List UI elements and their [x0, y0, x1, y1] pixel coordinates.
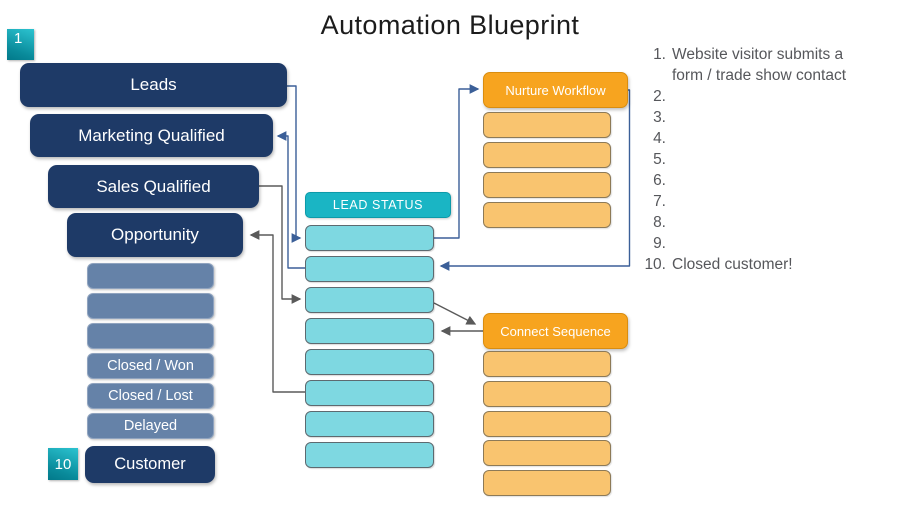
funnel-stage-marketing-qualified: Marketing Qualified — [30, 114, 273, 157]
lead-status-slot-4 — [305, 318, 434, 344]
nurture-workflow-slot-4 — [483, 202, 611, 228]
arrow-lead-status-2-to-marketing-qualified — [276, 131, 305, 269]
arrow-leads-to-lead-status-1 — [287, 85, 302, 243]
opportunity-sub-stage-slot — [87, 263, 214, 289]
note-item-4: 4. — [653, 130, 666, 147]
nurture-workflow-slot-1 — [483, 112, 611, 138]
connect-sequence-slot-2 — [483, 381, 611, 407]
lead-status-slot-3 — [305, 287, 434, 313]
funnel-stage-customer: Customer — [85, 446, 215, 483]
opportunity-sub-stage-closed-won: Closed / Won — [87, 353, 214, 379]
funnel-stage-sales-qualified: Sales Qualified — [48, 165, 259, 208]
note-item-8: 8. — [653, 214, 666, 231]
arrow-sales-qualified-to-lead-status-3 — [259, 185, 302, 304]
lead-status-slot-2 — [305, 256, 434, 282]
opportunity-sub-stage-closed-lost: Closed / Lost — [87, 383, 214, 409]
note-item-10: 10. Closed customer! — [644, 256, 793, 273]
lead-status-slot-7 — [305, 411, 434, 437]
lead-status-slot-1 — [305, 225, 434, 251]
arrow-nurture-workflow-to-lead-status-2 — [439, 89, 631, 271]
note-item-6: 6. — [653, 172, 666, 189]
funnel-stage-opportunity: Opportunity — [67, 213, 243, 257]
opportunity-sub-stage-slot — [87, 293, 214, 319]
note-item-2: 2. — [653, 88, 666, 105]
nurture-workflow-header: Nurture Workflow — [483, 72, 628, 108]
note-item-3: 3. — [653, 109, 666, 126]
arrow-lead-status-6-to-opportunity — [249, 230, 305, 393]
page-title: Automation Blueprint — [320, 10, 580, 40]
nurture-workflow-slot-3 — [483, 172, 611, 198]
note-item-5: 5. — [653, 151, 666, 168]
connect-sequence-header: Connect Sequence — [483, 313, 628, 349]
numbered-notes-list: 1. Website visitor submits a form / trad… — [642, 44, 894, 275]
step-badge-10: 10 — [48, 448, 78, 480]
lead-status-slot-5 — [305, 349, 434, 375]
lead-status-slot-6 — [305, 380, 434, 406]
opportunity-sub-stage-slot — [87, 323, 214, 349]
arrow-lead-status-3-to-connect-sequence — [433, 302, 477, 325]
note-item-1: 1. Website visitor submits a form / trad… — [653, 46, 847, 84]
arrow-lead-status-1-to-nurture-workflow — [434, 84, 480, 239]
connect-sequence-slot-1 — [483, 351, 611, 377]
note-item-7: 7. — [653, 193, 666, 210]
opportunity-sub-stage-delayed: Delayed — [87, 413, 214, 439]
lead-status-header: LEAD STATUS — [305, 192, 451, 218]
connect-sequence-slot-4 — [483, 440, 611, 466]
connect-sequence-slot-3 — [483, 411, 611, 437]
nurture-workflow-slot-2 — [483, 142, 611, 168]
lead-status-slot-8 — [305, 442, 434, 468]
funnel-stage-leads: Leads — [20, 63, 287, 107]
connect-sequence-slot-5 — [483, 470, 611, 496]
note-item-9: 9. — [653, 235, 666, 252]
step-badge-1: 1 — [7, 29, 34, 60]
